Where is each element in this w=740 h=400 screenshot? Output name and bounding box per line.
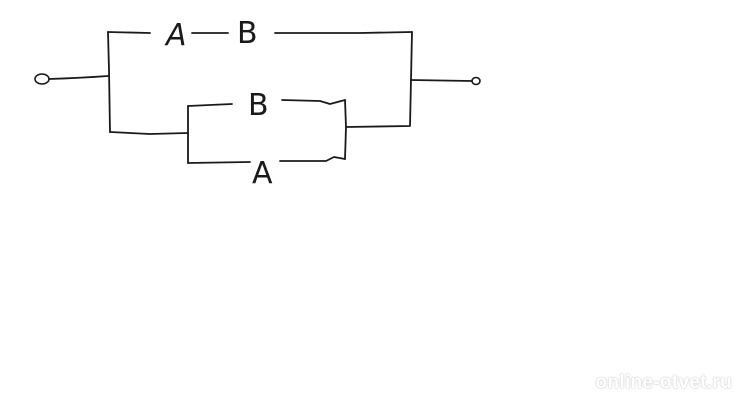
left-bus-wire (107, 31, 111, 133)
parallel-upper-wire-right (281, 99, 346, 105)
top-switch-a-label: A (164, 18, 187, 53)
right-terminal (471, 76, 481, 86)
parallel-upper-wire-left (187, 103, 233, 107)
right-lead-wire (410, 79, 473, 82)
parallel-right-wire (344, 99, 347, 160)
parallel-lower-switch-a-label: A (252, 156, 273, 191)
left-lead-wire (48, 75, 109, 80)
parallel-upper-switch-b-label: B (248, 88, 269, 123)
left-terminal (34, 73, 50, 85)
top-switch-b-label: B (237, 16, 258, 51)
watermark: online-otvet.ru (595, 372, 732, 393)
parallel-lower-wire-left (187, 161, 251, 164)
top-branch-wire-left (107, 31, 151, 34)
parallel-lower-wire-right (279, 156, 346, 162)
right-bus-wire (345, 31, 413, 128)
top-branch-wire-right (274, 31, 413, 34)
lower-branch-wire (109, 131, 189, 135)
